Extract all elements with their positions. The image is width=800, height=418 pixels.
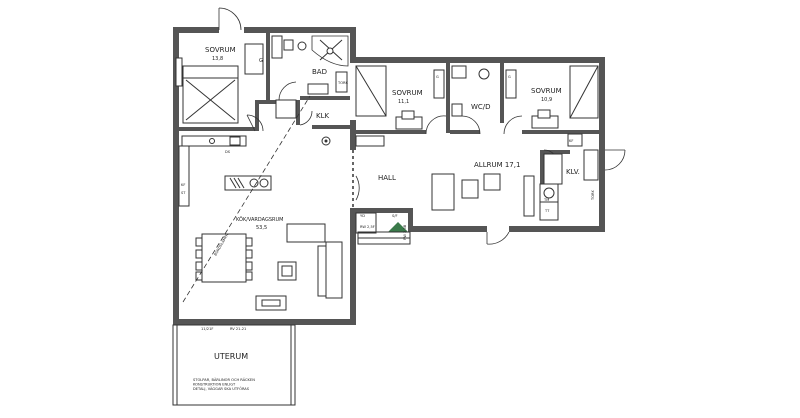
klv-counter (543, 153, 563, 185)
kf-label-b: KF (569, 139, 573, 143)
tt-label: TT (544, 209, 550, 213)
sofa-right (325, 241, 343, 299)
win2-label: RV 21-21 (230, 327, 246, 331)
wardrobe (244, 43, 264, 75)
room-bad: TORK (271, 35, 349, 95)
room-area-sovrum-b: 11,1 (398, 99, 409, 105)
room-wcd (451, 65, 490, 117)
yd-label: YD (360, 214, 365, 218)
st-label: ST (181, 191, 186, 195)
room-name-klv: KLV. (566, 168, 580, 176)
shower-enclosure (311, 35, 349, 67)
tork-label: TORK (337, 81, 349, 85)
cabinet (271, 35, 283, 59)
kf-label: KF (181, 183, 185, 187)
room-name-hall: HALL (378, 174, 396, 182)
wc-sink (451, 65, 467, 79)
room-area-sovrum-c: 10,9 (541, 97, 552, 103)
wardrobe-label: G (259, 58, 263, 64)
entry: YD S/F RW 2,5F RW 2,5B (355, 212, 411, 245)
room-name-klk: KLK (316, 112, 329, 120)
dryer (539, 201, 559, 221)
towel-dryer (335, 71, 348, 93)
yd-cabinet (355, 212, 377, 234)
armchair (277, 261, 297, 281)
interior-walls (179, 33, 599, 184)
double-bed (182, 65, 239, 124)
kitchen-counter-left (178, 145, 190, 207)
door-swings (218, 7, 626, 245)
room-klv: TM TT TORK KF (539, 133, 599, 221)
ds-label: DS (225, 150, 231, 154)
klk-shelf (275, 99, 297, 119)
room-sovrum-a: G (175, 43, 264, 124)
tm-label: TM (543, 198, 549, 202)
room-area-sovrum-a: 13,8 (212, 56, 223, 62)
room-kok-vardagsrum: DS KF ST (178, 95, 354, 311)
room-sovrum-c: G (505, 65, 599, 129)
room-name-sovrum-b: SOVRUM (392, 89, 423, 97)
room-name-sovrum-a: SOVRUM (205, 46, 236, 54)
room-allrum (431, 173, 535, 217)
room-name-kok: KÖK/VARDAGSRUM (236, 216, 284, 223)
allrum-sofa (431, 173, 455, 211)
sf-label: S/F (392, 214, 398, 218)
room-name-uterum: UTERUM (214, 352, 248, 361)
klv-shelf (567, 133, 583, 147)
rw1-label: RW 2,5F (360, 225, 375, 229)
closet-c (505, 69, 517, 99)
exterior-walls (173, 27, 605, 325)
allrum-table (483, 173, 501, 191)
g3-label: G (436, 75, 439, 79)
uterum-outline (172, 324, 296, 406)
allrum-tv-bench (523, 175, 535, 217)
room-name-wcd: WC/D (471, 103, 491, 111)
kitchen-island (224, 175, 272, 191)
room-name-sovrum-c: SOVRUM (531, 87, 562, 95)
sofa (286, 223, 326, 243)
g4-label: G (508, 75, 511, 79)
dining-table (201, 233, 247, 283)
roof-ridge-line (182, 95, 311, 303)
closet-b (433, 69, 445, 99)
sink (283, 39, 294, 51)
hall-wardrobe (355, 135, 385, 147)
fireplace (255, 295, 287, 311)
entry-arrow (388, 222, 408, 232)
win1-label: 11/21F (201, 327, 213, 331)
room-area-kok: 53,5 (256, 225, 267, 231)
drying-cabinet (583, 149, 599, 181)
bath-bench (307, 83, 329, 95)
allrum-chair (461, 179, 479, 199)
tork-label-b: TORK (591, 189, 595, 201)
wc-shelf (451, 103, 463, 117)
toilet (297, 41, 307, 51)
room-uterum: 11/21F RV 21-21 STOLPAR, BÄRLINOR OCH RÄ… (172, 324, 296, 406)
room-name-allrum: ALLRUM 17,1 (474, 161, 520, 169)
room-name-bad: BAD (312, 68, 327, 76)
wc-toilet (478, 68, 490, 80)
